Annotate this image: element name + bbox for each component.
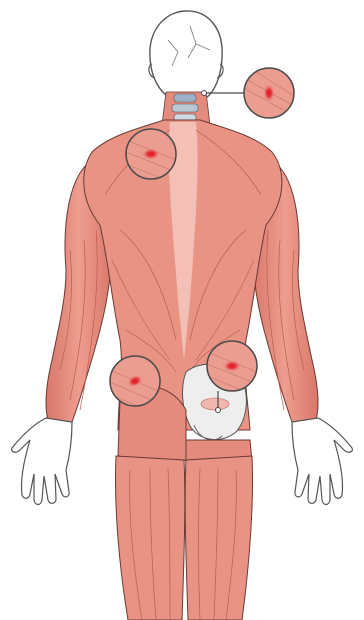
right-hand <box>292 418 352 505</box>
right-leg <box>185 456 252 620</box>
pain-point-icon <box>262 82 276 104</box>
cervical-vertebra <box>174 94 196 102</box>
left-hand <box>12 418 72 505</box>
head <box>149 11 223 98</box>
callout-anchor-dot <box>216 408 221 413</box>
pain-point-icon <box>140 147 162 161</box>
left-leg <box>116 456 185 620</box>
callout-anchor-dot <box>202 91 207 96</box>
cervical-vertebra <box>172 104 198 112</box>
pain-point-icon <box>221 359 243 373</box>
